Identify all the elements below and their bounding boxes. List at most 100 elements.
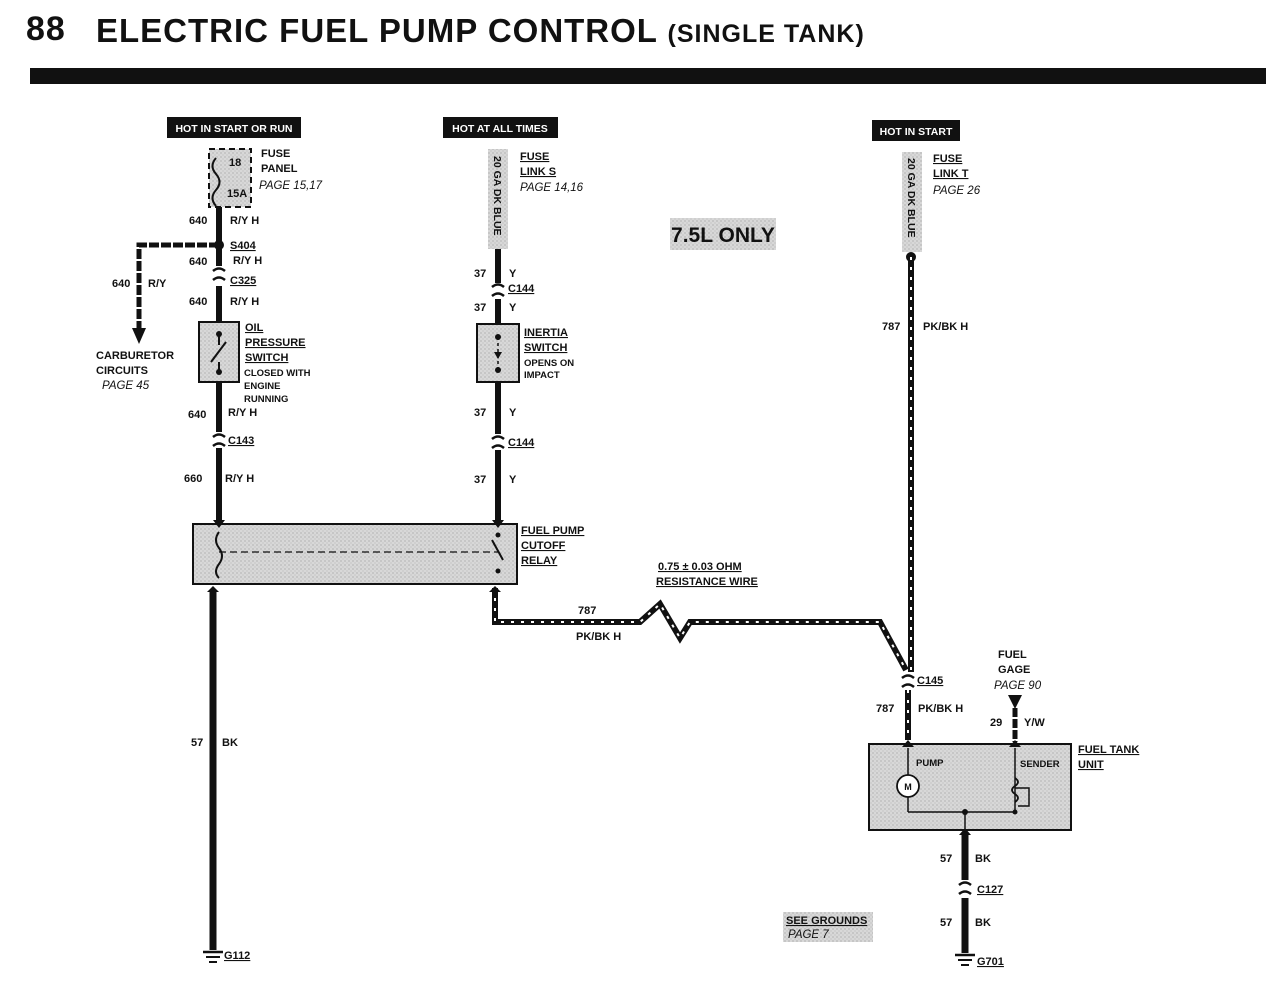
fuse-link-t-page: PAGE 26 — [933, 185, 981, 197]
resistance-wire-label-1: 0.75 ± 0.03 OHM — [658, 561, 742, 573]
wire-29-fuel-gage — [1008, 695, 1022, 742]
fuse-link-s-label-2: LINK S — [520, 166, 556, 178]
inertia-label-1: INERTIA — [524, 327, 568, 339]
inertia-label-4: IMPACT — [524, 370, 560, 381]
carb-wire-num: 640 — [112, 278, 130, 290]
wire-640a-color: R/Y H — [230, 215, 259, 227]
tag-hot-start-run: HOT IN START OR RUN — [167, 117, 301, 138]
carb-label-1: CARBURETOR — [96, 350, 174, 362]
title-text: ELECTRIC FUEL PUMP CONTROL — [96, 12, 658, 49]
fuse-link-t-label-2: LINK T — [933, 168, 969, 180]
wire-37c-color: Y — [509, 407, 517, 419]
relay-label-1: FUEL PUMP — [521, 525, 584, 537]
page-title: ELECTRIC FUEL PUMP CONTROL (SINGLE TANK) — [96, 12, 865, 50]
fuel-gage-label-2: GAGE — [998, 664, 1030, 676]
wire-57c-color: BK — [975, 917, 991, 929]
wire-57b-color: BK — [975, 853, 991, 865]
sender-resistor-icon — [1011, 777, 1019, 803]
wire-640c-color: R/Y H — [230, 296, 259, 308]
ground-g701-label: G701 — [977, 956, 1004, 968]
ground-g112-label: G112 — [224, 950, 250, 962]
wire-37b-color: Y — [509, 302, 517, 314]
note-75l-only: 7.5L ONLY — [670, 218, 776, 250]
see-grounds-note: SEE GROUNDS PAGE 7 — [783, 912, 873, 942]
inertia-label-3: OPENS ON — [524, 358, 574, 369]
fuse-panel-page: PAGE 15,17 — [259, 180, 323, 192]
wire-37c-num: 37 — [474, 407, 486, 419]
carb-label-2: CIRCUITS — [96, 365, 148, 377]
connector-c144-lower: C144 — [491, 435, 535, 450]
resistance-wire-label-2: RESISTANCE WIRE — [656, 576, 758, 588]
connector-c325-label: C325 — [230, 275, 256, 287]
motor-label: M — [904, 782, 912, 792]
see-grounds-page: PAGE 7 — [788, 929, 829, 941]
ground-g701: G701 — [955, 953, 1004, 968]
wire-37a-num: 37 — [474, 268, 486, 280]
fuse-link-s-label-1: FUSE — [520, 151, 549, 163]
wire-660-num: 660 — [184, 473, 202, 485]
wire-787-resistance — [489, 586, 909, 672]
fuse-panel-label-1: FUSE — [261, 148, 290, 160]
oil-switch-label-5: ENGINE — [244, 381, 280, 392]
wire-29-color: Y/W — [1024, 717, 1045, 729]
tank-unit-label-2: UNIT — [1078, 759, 1104, 771]
fuse-link-s-page: PAGE 14,16 — [520, 182, 584, 194]
fuse-panel: 18 15A — [208, 148, 252, 208]
inertia-label-2: SWITCH — [524, 342, 567, 354]
wire-57a-color: BK — [222, 737, 238, 749]
motor-icon — [896, 774, 920, 798]
oil-switch-label-6: RUNNING — [244, 394, 288, 405]
wire-787b-color: PK/BK H — [923, 321, 968, 333]
fuel-gage-label-1: FUEL — [998, 649, 1027, 661]
tag-hot-all-times-text: HOT AT ALL TIMES — [452, 123, 548, 135]
fuse-number: 18 — [229, 157, 241, 169]
fuse-panel-label-2: PANEL — [261, 163, 298, 175]
wire-787-right — [906, 252, 916, 672]
oil-switch-label-4: CLOSED WITH — [244, 368, 311, 379]
wire-787c-num: 787 — [876, 703, 894, 715]
carb-wire-color: R/Y — [148, 278, 167, 290]
wire-660-color: R/Y H — [225, 473, 254, 485]
fuse-link-t-label-1: FUSE — [933, 153, 962, 165]
fuel-gage-page: PAGE 90 — [994, 680, 1042, 692]
fuse-link-s-wire: 20 GA DK BLUE — [491, 156, 503, 236]
connector-c144-upper-label: C144 — [508, 283, 535, 295]
wire-37d-color: Y — [509, 474, 517, 486]
carb-page: PAGE 45 — [102, 380, 150, 392]
tag-hot-start-text: HOT IN START — [880, 126, 953, 138]
connector-c127-label: C127 — [977, 884, 1003, 896]
title-subtitle: (SINGLE TANK) — [667, 20, 865, 48]
fuel-pump-cutoff-relay — [192, 520, 518, 585]
connector-c143-label: C143 — [228, 435, 254, 447]
oil-switch-label-1: OIL — [245, 322, 264, 334]
wire-787b-num: 787 — [882, 321, 900, 333]
connector-c143: C143 — [212, 433, 254, 448]
oil-switch-label-3: SWITCH — [245, 352, 288, 364]
tank-pump-label: PUMP — [916, 758, 944, 769]
oil-pressure-switch — [198, 321, 240, 383]
tank-sender-label: SENDER — [1020, 759, 1060, 770]
tank-unit-label-1: FUEL TANK — [1078, 744, 1139, 756]
header-rule — [30, 68, 1266, 84]
tag-hot-start-run-text: HOT IN START OR RUN — [175, 123, 292, 135]
connector-c325: C325 — [212, 267, 256, 287]
wire-787c-color: PK/BK H — [918, 703, 963, 715]
fuse-link-s: 20 GA DK BLUE — [488, 149, 508, 249]
fuse-link-t: 20 GA DK BLUE — [902, 152, 922, 252]
connector-c145: C145 — [901, 674, 943, 689]
connector-c145-label: C145 — [917, 675, 943, 687]
wire-787a-num: 787 — [578, 605, 596, 617]
wire-640d-color: R/Y H — [228, 407, 257, 419]
wire-640d-num: 640 — [188, 409, 206, 421]
wire-640c-num: 640 — [189, 296, 207, 308]
fuel-tank-unit: M PUMP SENDER — [868, 740, 1072, 831]
connector-c144-lower-label: C144 — [508, 437, 535, 449]
relay-label-2: CUTOFF — [521, 540, 566, 552]
fuse-rating: 15A — [227, 188, 247, 200]
ground-g112: G112 — [203, 950, 250, 963]
splice-s404: S404 — [132, 240, 257, 344]
wire-37a-color: Y — [509, 268, 517, 280]
wire-640b-color: R/Y H — [233, 255, 262, 267]
inertia-switch — [476, 323, 520, 383]
